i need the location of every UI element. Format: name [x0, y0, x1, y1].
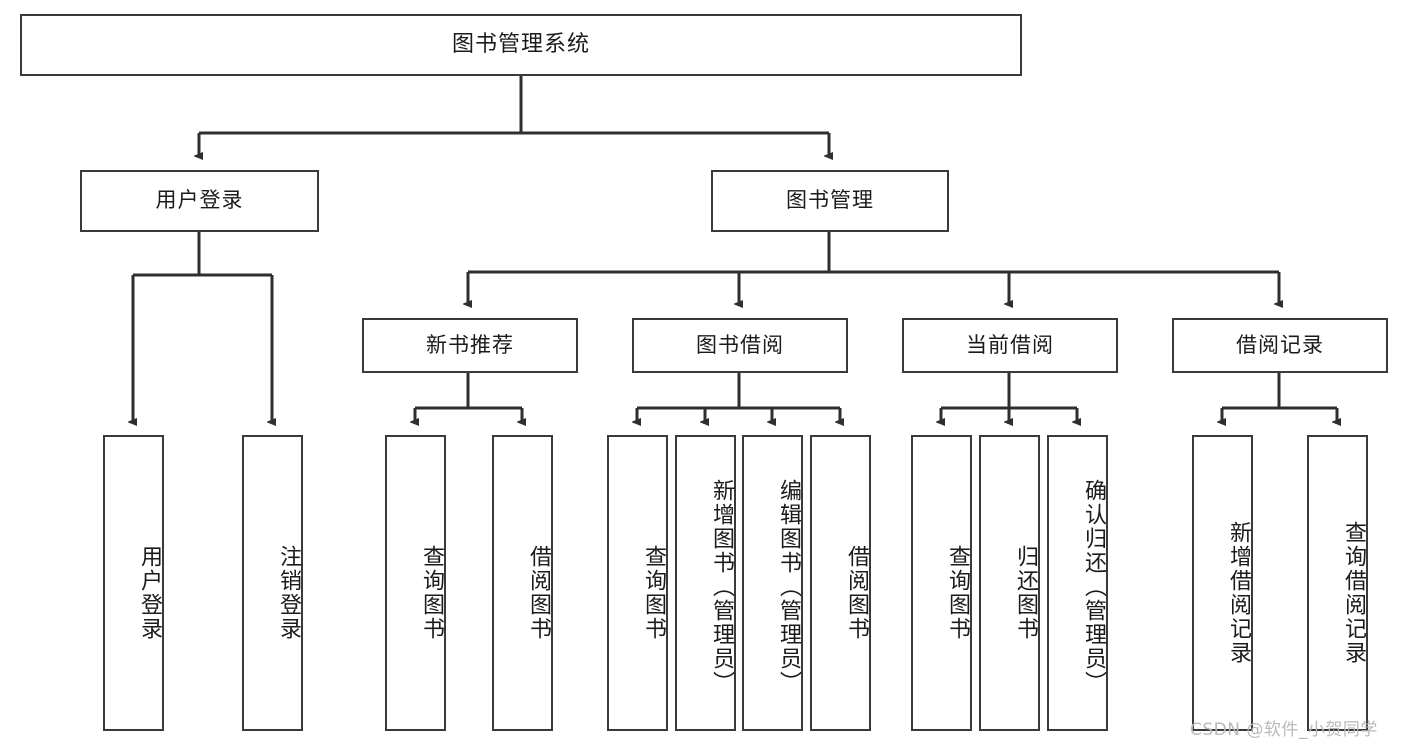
node-user-login-label: 用户登录 — [155, 188, 244, 213]
node-book-manage[interactable]: 图书管理 — [711, 170, 949, 232]
node-leaf-query-record-label: 查询借阅记录 — [1341, 521, 1366, 665]
node-leaf-query-book-1-label: 查询图书 — [419, 545, 444, 641]
node-leaf-add-book-label: 新增图书（管理员） — [709, 479, 734, 695]
csdn-watermark: CSDN @软件_小贺同学 — [1190, 720, 1378, 740]
node-leaf-return-book[interactable]: 归还图书 — [979, 435, 1040, 731]
edge-group-root — [199, 76, 829, 156]
node-leaf-query-book-1[interactable]: 查询图书 — [385, 435, 446, 731]
edge-group-user-login — [133, 232, 272, 422]
node-leaf-query-book-3-label: 查询图书 — [945, 545, 970, 641]
node-leaf-query-book-2[interactable]: 查询图书 — [607, 435, 668, 731]
node-root-label: 图书管理系统 — [451, 31, 590, 57]
edge-group-book-borrow — [637, 373, 840, 422]
node-borrow-record[interactable]: 借阅记录 — [1172, 318, 1388, 373]
edge-group-borrow-record — [1222, 373, 1337, 422]
node-leaf-user-login-label: 用户登录 — [137, 545, 162, 641]
node-leaf-add-book[interactable]: 新增图书（管理员） — [675, 435, 736, 731]
node-new-book-recommend[interactable]: 新书推荐 — [362, 318, 578, 373]
node-leaf-confirm-return[interactable]: 确认归还（管理员） — [1047, 435, 1108, 731]
node-leaf-add-record-label: 新增借阅记录 — [1226, 521, 1251, 665]
node-book-borrow[interactable]: 图书借阅 — [632, 318, 848, 373]
node-leaf-borrow-book-2[interactable]: 借阅图书 — [810, 435, 871, 731]
edge-group-new-book-recommend — [415, 373, 522, 422]
node-leaf-borrow-book-1-label: 借阅图书 — [526, 545, 551, 641]
node-leaf-logout-login[interactable]: 注销登录 — [242, 435, 303, 731]
node-leaf-query-book-3[interactable]: 查询图书 — [911, 435, 972, 731]
node-user-login[interactable]: 用户登录 — [80, 170, 319, 232]
node-book-borrow-label: 图书借阅 — [696, 332, 784, 357]
node-book-manage-label: 图书管理 — [786, 188, 874, 213]
node-leaf-confirm-return-label: 确认归还（管理员） — [1081, 479, 1106, 695]
node-leaf-borrow-book-2-label: 借阅图书 — [844, 545, 869, 641]
edge-group-current-borrow — [941, 373, 1077, 422]
node-leaf-edit-book[interactable]: 编辑图书（管理员） — [742, 435, 803, 731]
node-borrow-record-label: 借阅记录 — [1236, 332, 1324, 357]
node-leaf-return-book-label: 归还图书 — [1013, 545, 1038, 641]
node-leaf-add-record[interactable]: 新增借阅记录 — [1192, 435, 1253, 731]
node-current-borrow-label: 当前借阅 — [966, 332, 1054, 357]
node-leaf-edit-book-label: 编辑图书（管理员） — [776, 479, 801, 695]
node-new-book-recommend-label: 新书推荐 — [426, 332, 514, 357]
node-leaf-user-login[interactable]: 用户登录 — [103, 435, 164, 731]
node-leaf-query-book-2-label: 查询图书 — [641, 545, 666, 641]
edge-group-book-manage — [468, 232, 1279, 304]
node-leaf-borrow-book-1[interactable]: 借阅图书 — [492, 435, 553, 731]
node-leaf-query-record[interactable]: 查询借阅记录 — [1307, 435, 1368, 731]
node-leaf-logout-login-label: 注销登录 — [276, 545, 301, 641]
node-root[interactable]: 图书管理系统 — [20, 14, 1022, 76]
node-current-borrow[interactable]: 当前借阅 — [902, 318, 1118, 373]
